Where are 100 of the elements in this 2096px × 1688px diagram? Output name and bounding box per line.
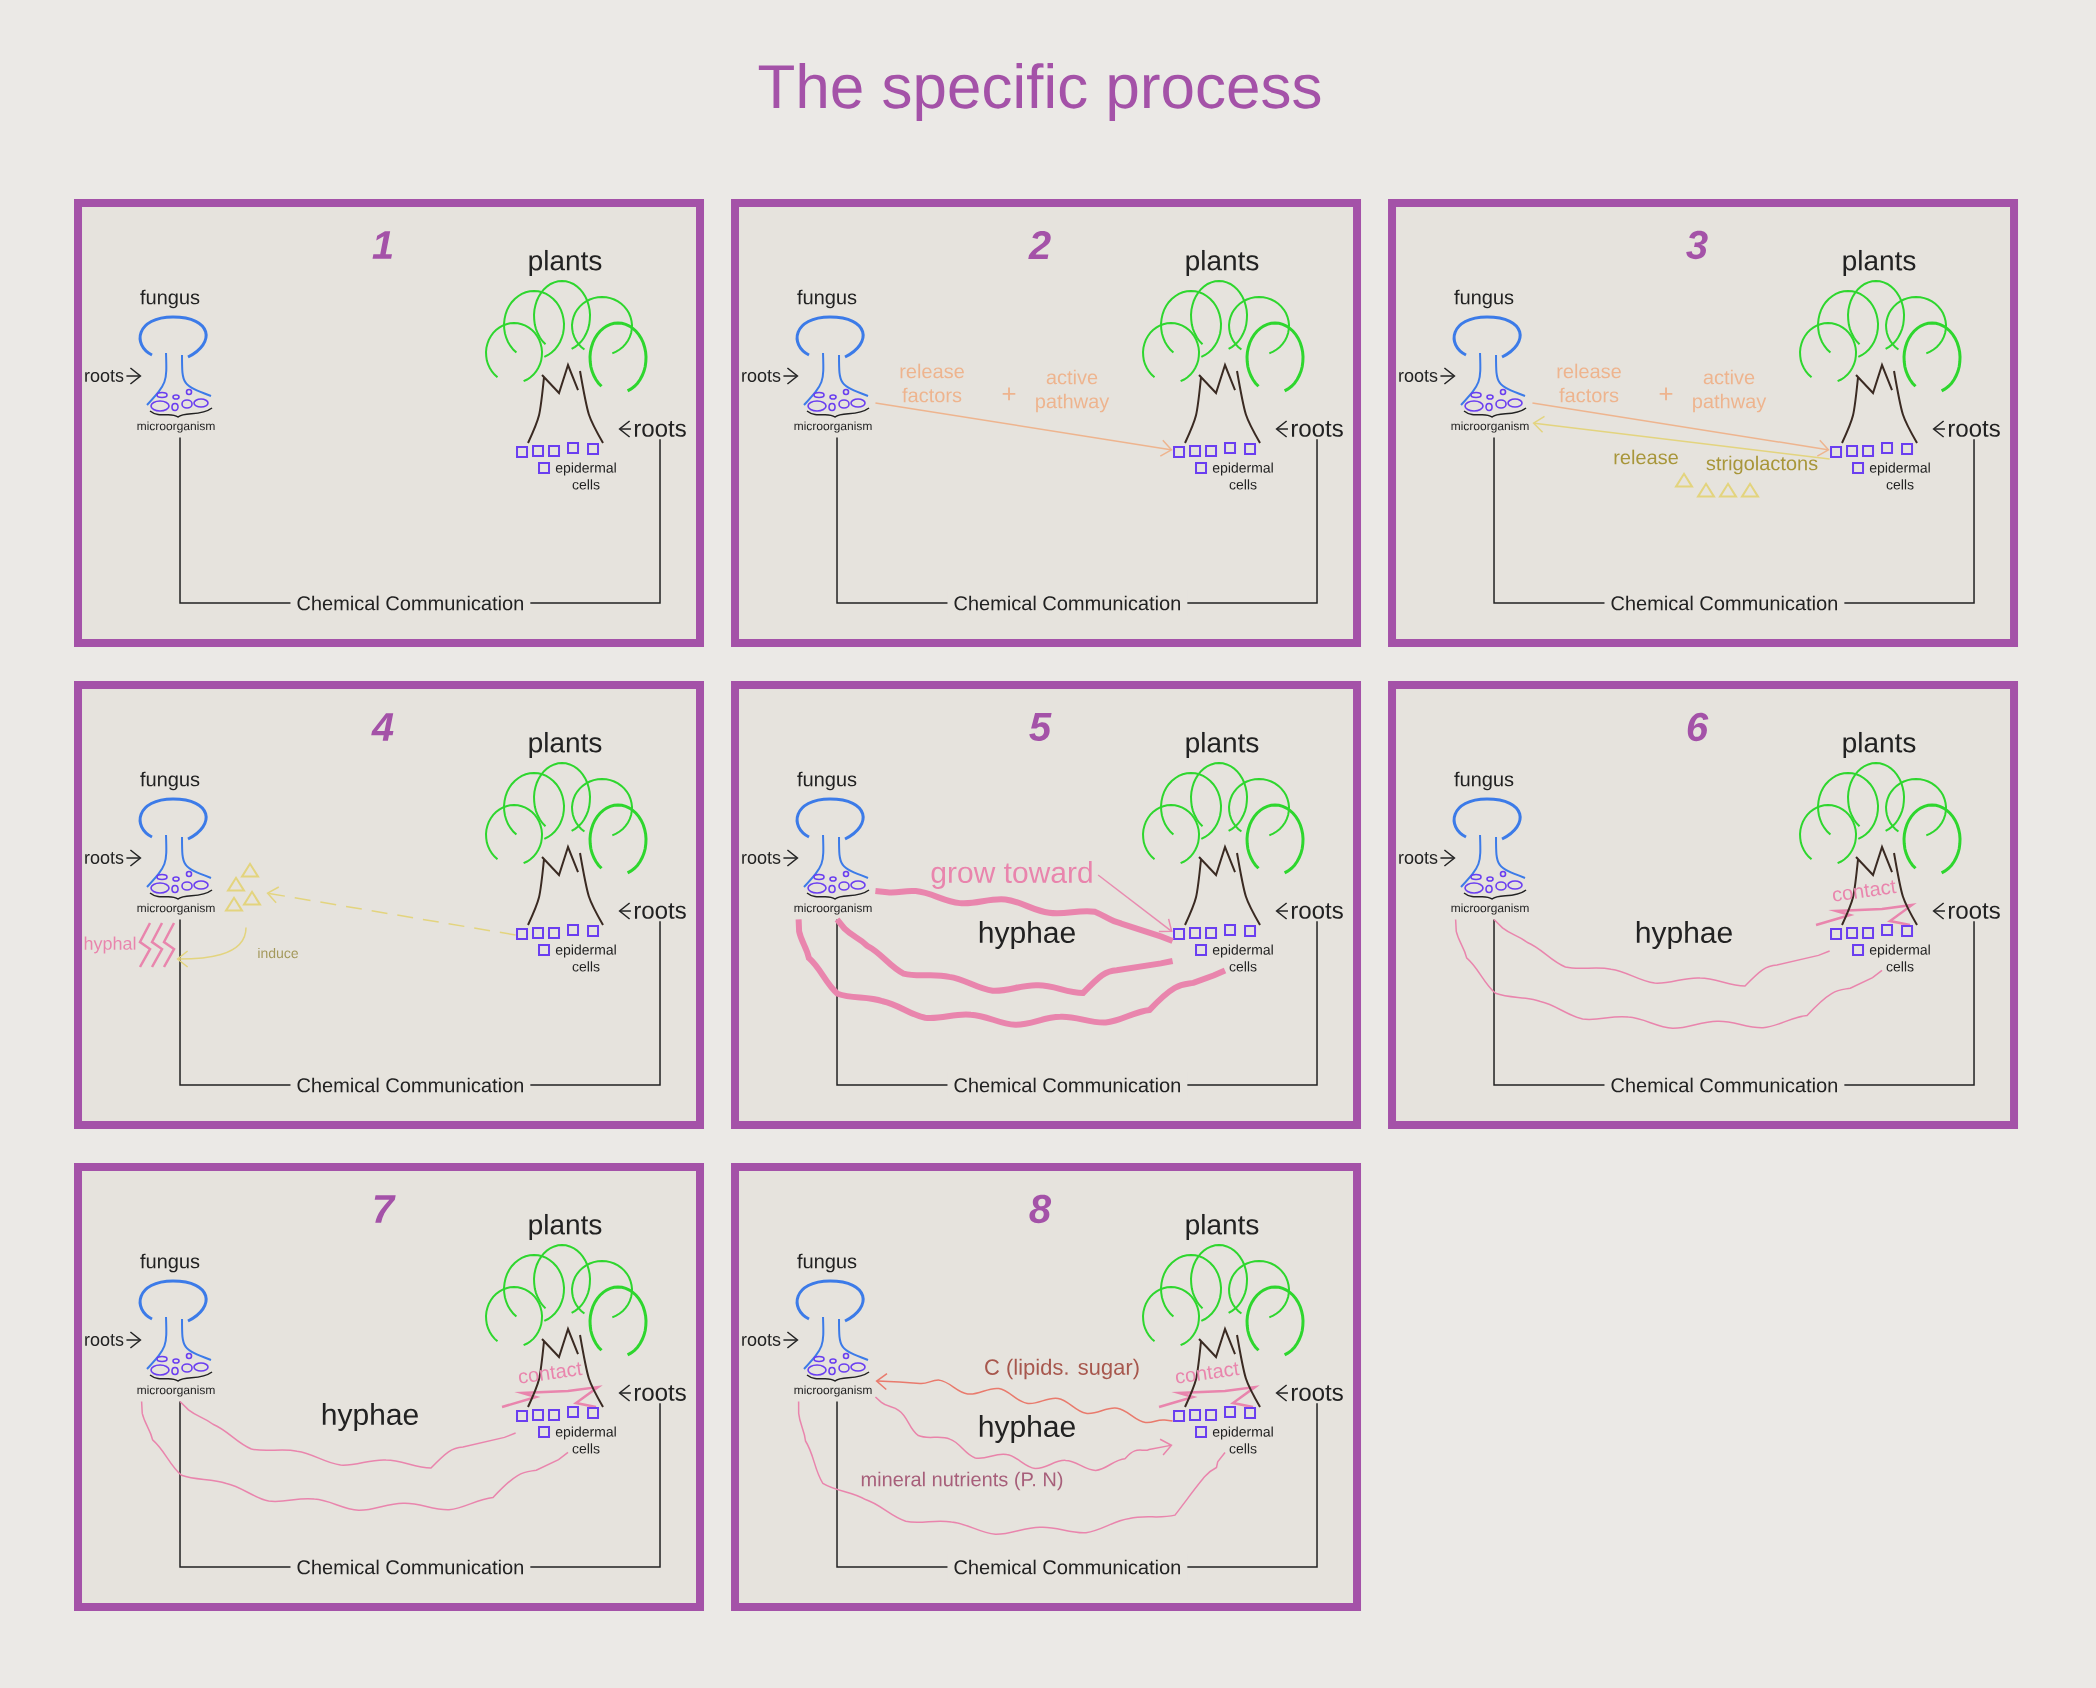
roots-label: roots xyxy=(634,903,686,919)
step-number: 6 xyxy=(1687,712,1709,742)
roots-label: roots xyxy=(1291,1385,1343,1401)
drawing-label: microorganism xyxy=(137,903,215,915)
hypha-line xyxy=(797,1400,1226,1536)
annotation-text: + xyxy=(1659,387,1673,401)
drawing-label: plants xyxy=(529,1213,602,1241)
drawing-label: fungus xyxy=(1454,289,1514,309)
step-number: 4 xyxy=(371,713,394,741)
arrow xyxy=(1531,402,1830,457)
step-number: 2 xyxy=(1028,231,1051,259)
hypha-line xyxy=(1493,918,1831,987)
drawing-label: epidermal cells xyxy=(555,944,616,972)
drawing-label: fungus xyxy=(140,289,200,309)
drawing-label: plants xyxy=(529,249,602,277)
drawing-label: microorganism xyxy=(794,1385,872,1397)
arrow xyxy=(875,1372,1174,1424)
edge-label: Chemical Communication xyxy=(947,589,1188,617)
drawing-label: fungus xyxy=(797,289,857,309)
edge-label: Chemical Communication xyxy=(290,589,531,617)
annotation-text: active pathway xyxy=(1693,369,1767,413)
annotation-text: release factors xyxy=(1557,363,1621,403)
drawing-label: fungus xyxy=(140,771,200,791)
roots-label: roots xyxy=(1948,903,2000,919)
edge-label: Chemical Communication xyxy=(947,1071,1188,1099)
step-number: 8 xyxy=(1029,1194,1052,1224)
edge-label: Chemical Communication xyxy=(290,1553,531,1581)
hypha-line xyxy=(179,1400,517,1469)
annotation-text: grow toward xyxy=(931,861,1092,889)
edge-label: mineral nutrients (P. N) xyxy=(858,1469,1066,1493)
hypha-line xyxy=(140,1400,569,1512)
edge-label: Chemical Communication xyxy=(947,1553,1188,1581)
drawing-label: microorganism xyxy=(137,1385,215,1397)
drawing-label: microorganism xyxy=(794,903,872,915)
drawing-label: fungus xyxy=(797,771,857,791)
drawing-label: plants xyxy=(1186,731,1259,759)
drawing-label: epidermal cells xyxy=(555,1426,616,1454)
roots-label: roots xyxy=(634,421,686,437)
drawing-label: microorganism xyxy=(1451,421,1529,433)
drawing-label: epidermal cells xyxy=(555,462,616,490)
roots-label: roots xyxy=(742,852,781,864)
annotation-text: contact xyxy=(1176,1362,1240,1384)
edge-label: Chemical Communication xyxy=(1604,1071,1845,1099)
drawing-label: epidermal cells xyxy=(1869,462,1930,490)
arrow xyxy=(176,926,247,968)
drawing-label: hyphal xyxy=(84,936,136,954)
annotation-text: contact xyxy=(518,1362,583,1384)
drawing-label: plants xyxy=(1843,249,1916,277)
drawing-label: epidermal cells xyxy=(1212,1426,1273,1454)
arrow xyxy=(1532,415,1831,460)
roots-label: roots xyxy=(85,1334,124,1346)
hypha-line xyxy=(834,917,1174,996)
annotation-text: release factors xyxy=(900,363,964,403)
title: The specific process xyxy=(758,63,1321,121)
drawing-label: plants xyxy=(1186,249,1259,277)
annotation-text: hyphae xyxy=(979,921,1075,949)
roots-label: roots xyxy=(1291,903,1343,919)
drawing-label: microorganism xyxy=(137,421,215,433)
hypha-line xyxy=(1454,918,1883,1030)
drawing-label: microorganism xyxy=(1451,903,1529,915)
drawing-label: fungus xyxy=(797,1253,857,1273)
hypha-line xyxy=(795,919,1227,1028)
arrow xyxy=(874,1396,1173,1472)
drawing-label: plants xyxy=(1843,731,1916,759)
roots-label: roots xyxy=(634,1385,686,1401)
hypha-line xyxy=(875,887,1174,944)
annotation-text: contact xyxy=(1833,880,1897,902)
roots-label: roots xyxy=(742,1334,781,1346)
drawing-label: epidermal cells xyxy=(1212,944,1273,972)
drawing-label: plants xyxy=(1186,1213,1259,1241)
roots-label: roots xyxy=(85,852,124,864)
step-number: 7 xyxy=(374,1195,396,1223)
edge-label: Chemical Communication xyxy=(1604,589,1845,617)
roots-label: roots xyxy=(1399,370,1438,382)
roots-label: roots xyxy=(742,370,781,382)
step-number: 1 xyxy=(372,231,392,259)
drawing-label: microorganism xyxy=(794,421,872,433)
annotation-text: strigolactons xyxy=(1706,455,1818,475)
annotation-text: active pathway xyxy=(1036,369,1110,413)
annotation-text: hyphae xyxy=(322,1403,418,1431)
arrow xyxy=(1097,874,1173,933)
roots-label: roots xyxy=(1399,852,1438,864)
annotation-text: hyphae xyxy=(1636,921,1732,949)
drawing-label: epidermal cells xyxy=(1212,462,1273,490)
triangles-drawing xyxy=(225,862,262,912)
edge-label: Chemical Communication xyxy=(290,1071,531,1099)
drawing-label: fungus xyxy=(140,1253,200,1273)
drawing-label: epidermal cells xyxy=(1869,944,1930,972)
step-number: 5 xyxy=(1029,713,1052,741)
arrow xyxy=(874,402,1173,457)
step-number: 3 xyxy=(1686,230,1708,260)
arrow xyxy=(266,886,517,936)
roots-label: roots xyxy=(85,370,124,382)
edge-label: C (lipids. sugar) xyxy=(982,1356,1143,1382)
drawing-label: plants xyxy=(529,731,602,759)
annotation-text: hyphae xyxy=(979,1415,1075,1443)
roots-label: roots xyxy=(1291,421,1343,437)
annotation-text: + xyxy=(1002,387,1016,401)
roots-label: roots xyxy=(1948,421,2000,437)
annotation-text: release xyxy=(1614,449,1678,465)
